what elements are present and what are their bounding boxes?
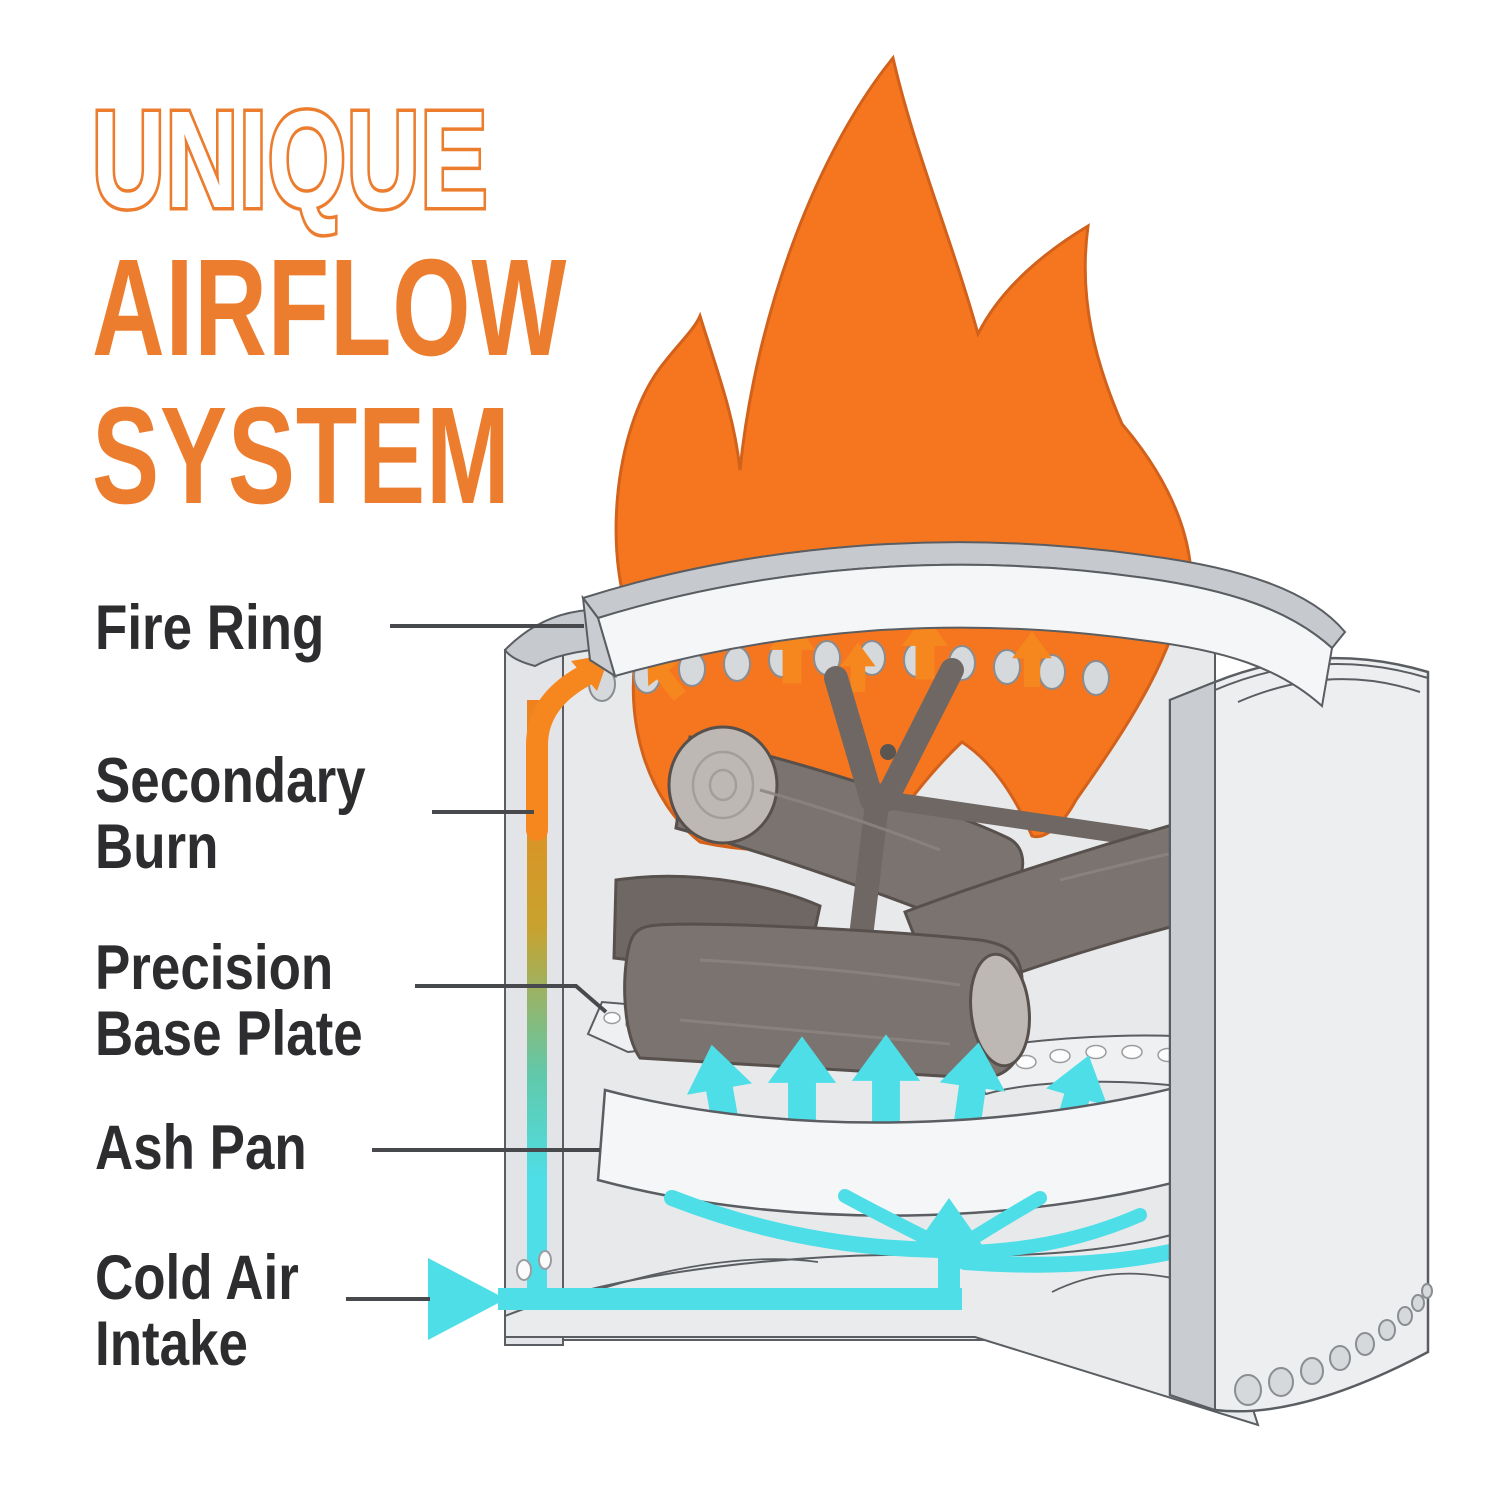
wall-cut-edge (1169, 680, 1216, 1412)
wall-vent-hole (516, 1259, 532, 1281)
title-line-unique: UNIQUE (89, 83, 490, 238)
label-fire-ring: Fire Ring (95, 593, 325, 663)
log-end-cap (969, 952, 1031, 1068)
cold-air-intake-flow (428, 1189, 1208, 1340)
title-line-system: SYSTEM (92, 379, 511, 533)
cold-air-up-arrowhead (911, 1198, 987, 1252)
label-precision-base-plate: Precision Base Plate (95, 933, 363, 1069)
label-ash-pan: Ash Pan (95, 1113, 307, 1183)
cold-air-intake-arrowhead (428, 1258, 506, 1340)
page-title: UNIQUE AIRFLOW SYSTEM (89, 83, 743, 533)
leader-lines (346, 624, 608, 1301)
fire-ring-front-face (596, 563, 1334, 708)
bottom-vent-holes (1234, 1283, 1433, 1406)
log-end-cap (667, 725, 779, 845)
leader-precision-base-plate (415, 984, 608, 1014)
label-secondary-burn: Secondary Burn (95, 746, 366, 882)
title-line-airflow: AIRFLOW (92, 231, 568, 385)
label-cold-air-intake: Cold Air Intake (95, 1243, 299, 1379)
log-front (623, 922, 1028, 1080)
fire-ring-cut-end (581, 594, 617, 679)
wall-vent-hole (538, 1250, 552, 1270)
log-branch (824, 658, 1154, 940)
outer-wall-front (1168, 656, 1433, 1413)
secondary-burn-arrow (526, 665, 595, 841)
fire-ring-band (581, 541, 1347, 708)
